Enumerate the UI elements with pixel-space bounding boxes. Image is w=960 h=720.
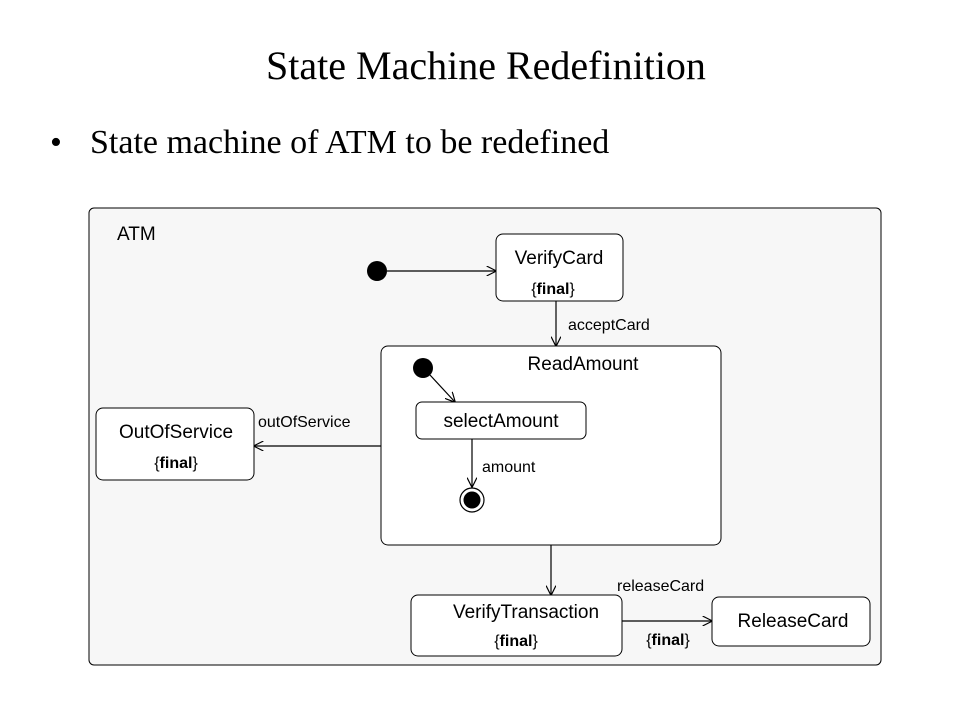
state-releasecard-name: ReleaseCard bbox=[738, 611, 849, 632]
state-verifycard: VerifyCard {final} bbox=[495, 233, 624, 302]
state-selectamount: selectAmount bbox=[415, 401, 587, 440]
state-outofservice-modifier-value: final bbox=[160, 455, 193, 472]
transition-releasecard-modifier: {final} bbox=[646, 632, 690, 649]
state-outofservice-name: OutOfService bbox=[119, 422, 233, 443]
state-selectamount-name: selectAmount bbox=[443, 411, 559, 432]
atm-machine-name: ATM bbox=[117, 224, 156, 245]
state-outofservice-modifier: {final} bbox=[154, 455, 198, 472]
transition-releasecard-label: releaseCard bbox=[617, 578, 704, 595]
bullet-icon: • bbox=[50, 124, 62, 161]
state-verifytransaction: VerifyTransaction {final} bbox=[410, 594, 623, 657]
transition-outofservice-label: outOfService bbox=[258, 414, 351, 431]
initial-pseudostate-top bbox=[367, 261, 387, 281]
state-verifytransaction-name: VerifyTransaction bbox=[453, 602, 599, 623]
state-verifytransaction-modifier: {final} bbox=[494, 633, 538, 650]
state-verifycard-modifier-value: final bbox=[537, 281, 570, 298]
transition-releasecard-modifier-value: final bbox=[652, 632, 685, 649]
initial-pseudostate-readamount bbox=[413, 358, 433, 378]
transition-amount-label: amount bbox=[482, 459, 536, 476]
state-releasecard: ReleaseCard bbox=[711, 596, 871, 647]
final-state-readamount bbox=[459, 487, 485, 513]
state-verifycard-modifier: {final} bbox=[531, 281, 575, 298]
slide-title: State Machine Redefinition bbox=[266, 43, 706, 88]
transition-acceptcard-label: acceptCard bbox=[568, 317, 650, 334]
state-verifytransaction-modifier-value: final bbox=[500, 633, 533, 650]
transition-initial-to-selectamount bbox=[429, 374, 455, 402]
state-verifycard-name: VerifyCard bbox=[515, 248, 604, 269]
state-readamount-name: ReadAmount bbox=[528, 354, 640, 375]
state-outofservice: OutOfService {final} bbox=[95, 407, 255, 481]
bullet-item: • State machine of ATM to be redefined bbox=[50, 124, 609, 162]
state-readamount: ReadAmount selectAmount amount bbox=[380, 345, 722, 546]
bullet-text: State machine of ATM to be redefined bbox=[90, 124, 610, 161]
